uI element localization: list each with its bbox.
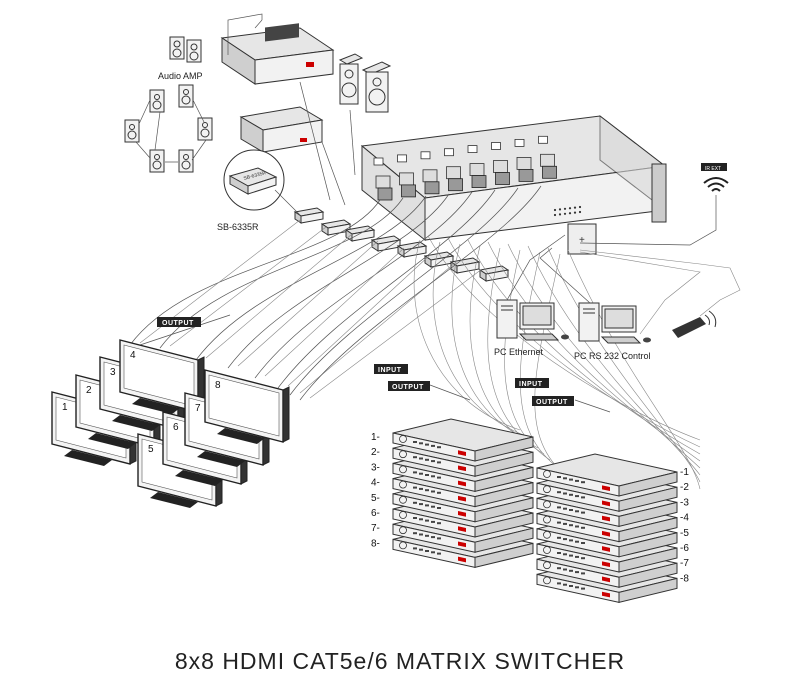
speaker-icon: [124, 119, 140, 143]
display-number: 1: [62, 402, 68, 413]
ir-remote: [579, 249, 741, 338]
rj45-plug: [424, 181, 440, 195]
source-stack-right: -1 -2 -3 -4 -5 -6 -7 -8: [536, 453, 689, 604]
rj45-port: [399, 172, 414, 186]
display-number: 5: [148, 444, 154, 455]
speaker-icon: [178, 84, 194, 108]
output-tag-top: OUTPUT: [157, 317, 201, 327]
sb-model-label: SB-6335R: [217, 222, 259, 232]
speaker-icon: [197, 117, 213, 141]
source-number: -8: [680, 573, 689, 584]
sb-receiver: SB-6335R: [223, 149, 285, 211]
source-number: 1-: [371, 432, 380, 443]
svg-text:INPUT: INPUT: [378, 367, 402, 374]
display-number: 6: [173, 422, 179, 433]
output-tag-left: OUTPUT: [388, 381, 430, 391]
input-port: [514, 138, 525, 147]
surround-speakers: [124, 84, 213, 173]
source-number: 8-: [371, 538, 380, 549]
display-number: 7: [195, 403, 201, 414]
input-tag-left: INPUT: [374, 364, 408, 374]
rj45-port: [469, 163, 485, 177]
rj45-plug: [495, 172, 510, 185]
audio-amp: [220, 23, 335, 85]
rj45-plug: [377, 187, 393, 201]
rj45-plug: [542, 165, 557, 179]
display-number: 8: [215, 380, 221, 391]
source-number: -5: [680, 528, 689, 539]
display-screen: 8: [204, 369, 290, 444]
svg-text:SB-6335R: SB-6335R: [243, 170, 267, 182]
source-number: -7: [680, 558, 689, 569]
pc-ethernet: [496, 234, 569, 341]
svg-text:OUTPUT: OUTPUT: [392, 384, 424, 391]
rj45-port: [493, 160, 508, 173]
matrix-switcher-chassis: +: [360, 114, 667, 255]
source-number: 4-: [371, 478, 380, 489]
display-number: 4: [130, 350, 136, 361]
front-speakers-left: [169, 36, 202, 63]
rj45-plug: [518, 168, 534, 182]
display-number: 3: [110, 367, 116, 378]
source-number: -1: [680, 467, 689, 478]
svg-text:IR EXT: IR EXT: [705, 166, 721, 172]
input-port: [397, 154, 407, 163]
rj45-plug: [448, 178, 463, 192]
pc-ethernet-label: PC Ethernet: [494, 347, 544, 357]
source-number: -4: [680, 513, 689, 524]
svg-text:INPUT: INPUT: [519, 381, 543, 388]
source-stack-left: 1- 2- 3- 4- 5- 6- 7- 8-: [371, 418, 534, 569]
speaker-icon: [149, 149, 165, 173]
audio-amp-label: Audio AMP: [158, 71, 203, 81]
switcher-ports: [373, 135, 582, 217]
rj45-plug: [401, 184, 416, 198]
source-number: 2-: [371, 447, 380, 458]
output-tag-right: OUTPUT: [532, 396, 574, 406]
svg-text:OUTPUT: OUTPUT: [162, 320, 194, 327]
source-player-top: [239, 106, 324, 153]
rj45-port: [516, 156, 532, 170]
input-port: [444, 148, 454, 157]
input-port: [491, 142, 501, 150]
diagram-title: 8x8 HDMI CAT5e/6 MATRIX SWITCHER: [174, 648, 626, 674]
speaker-icon: [178, 149, 194, 173]
pc-rs232-label: PC RS 232 Control: [574, 351, 651, 361]
rj45-port: [446, 166, 461, 180]
display-group: 1 2 3 4 5 6 7 8: [51, 339, 290, 508]
svg-text:OUTPUT: OUTPUT: [536, 399, 568, 406]
display-screen: 4: [119, 339, 205, 414]
rj45-port: [422, 169, 438, 183]
main-speakers: [338, 53, 392, 113]
source-number: -2: [680, 482, 689, 493]
input-port: [420, 151, 431, 160]
source-number: -3: [680, 497, 689, 508]
input-port: [373, 157, 384, 166]
rj45-plug: [471, 175, 487, 189]
source-number: 6-: [371, 508, 380, 519]
input-tag-right: INPUT: [515, 378, 549, 388]
speaker-icon: [149, 89, 165, 113]
source-number: 5-: [371, 493, 380, 504]
input-port: [467, 145, 478, 154]
rj45-port: [540, 153, 555, 167]
audio-cables: [227, 13, 356, 216]
svg-text:+: +: [579, 235, 585, 246]
source-number: 7-: [371, 523, 380, 534]
display-number: 2: [86, 385, 92, 396]
source-device: [392, 418, 534, 462]
source-number: 3-: [371, 462, 380, 473]
source-device: [536, 453, 678, 497]
input-port: [538, 135, 548, 144]
rj45-port: [375, 175, 391, 189]
source-number: -6: [680, 543, 689, 554]
pc-rs232: [539, 247, 701, 344]
ir-extender: IR EXT: [579, 163, 729, 246]
